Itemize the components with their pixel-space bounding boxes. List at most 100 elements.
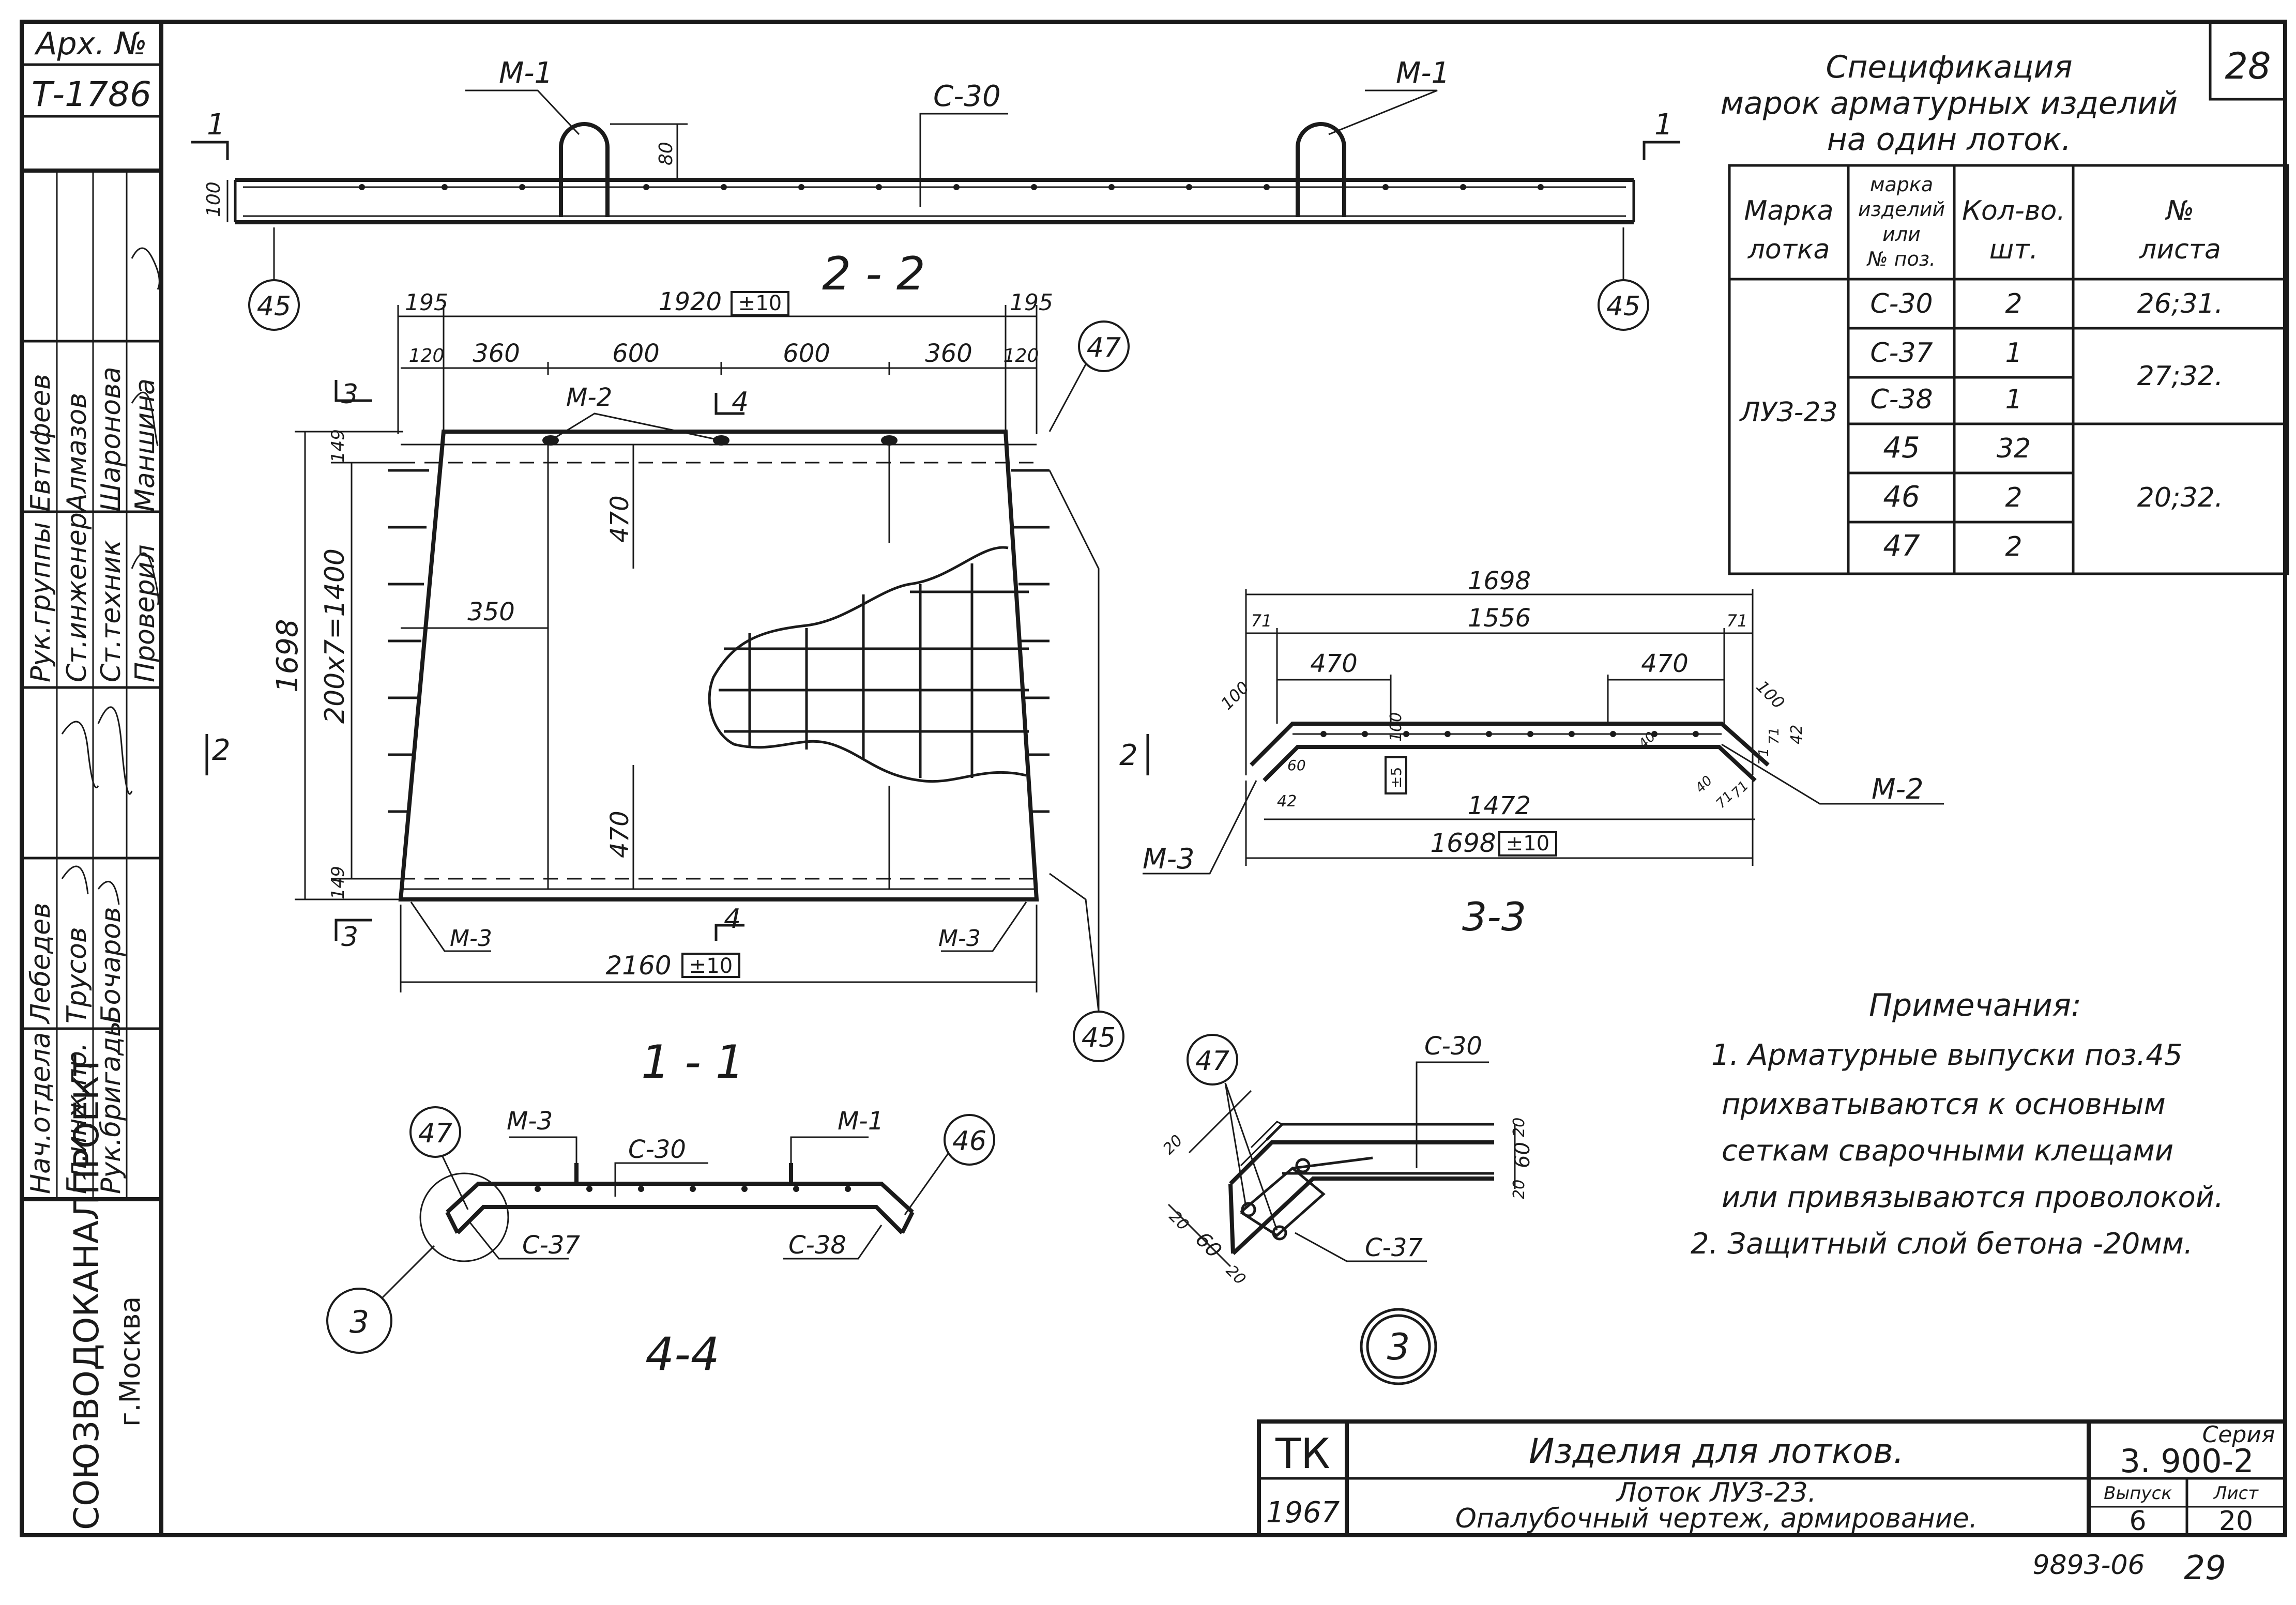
sheet-number-top: 28 [2225, 45, 2271, 87]
notes-title: Примечания: [1869, 987, 2081, 1023]
tb-sheet: 20 [2219, 1506, 2253, 1537]
dim-470-bottom: 470 [605, 811, 634, 858]
label-m2-plan: М-2 [566, 383, 612, 412]
spec-r2-qty: 1 [2005, 384, 2022, 415]
tol-5: ±5 [1388, 767, 1405, 788]
label-m1-right: М-1 [1396, 56, 1450, 90]
section-2-2: М-1 М-1 С-30 80 100 45 45 1 1 2 - 2 [191, 56, 1680, 331]
notes-line-0: 1. Арматурные выпуски поз.45 [1711, 1038, 2183, 1072]
dim-149-top: 149 [328, 429, 348, 463]
cut-2-right: 2 [1119, 739, 1138, 772]
callout-3-44 [326, 1288, 392, 1354]
notes-line-4: 2. Защитный слой бетона -20мм. [1691, 1227, 2193, 1261]
role-4: Нач.отдела [25, 1032, 56, 1194]
tol-2160: ±10 [689, 954, 733, 978]
spec-r4-item: 46 [1883, 480, 1920, 514]
svg-text:47: 47 [1087, 332, 1121, 363]
cut-4-top: 4 [732, 387, 749, 418]
svg-text:47: 47 [418, 1118, 452, 1149]
tb-title: Изделия для лотков. [1529, 1431, 1904, 1471]
spec-r5-item: 47 [1883, 529, 1920, 563]
dim-200x7: 200х7=1400 [320, 548, 351, 724]
label-m1-left: М-1 [499, 56, 553, 90]
label-m2-33: М-2 [1872, 773, 1923, 805]
spec-tray: ЛУЗ-23 [1739, 397, 1837, 428]
tb-code: ТК [1275, 1430, 1330, 1478]
spec-h1-l1: изделий [1858, 198, 1945, 221]
dim-20-node-c: 20 [1160, 1132, 1187, 1158]
spec-h3-l0: № [2165, 195, 2194, 226]
title-1-1: 1 - 1 [641, 1035, 744, 1089]
dim-42-33-left: 42 [1277, 792, 1297, 811]
dim-1920: 1920 [659, 287, 722, 316]
dim-71-b: 71 [1756, 748, 1772, 765]
svg-text:45: 45 [1606, 291, 1640, 322]
dim-1556: 1556 [1468, 604, 1531, 633]
role-2: Ст.техник [96, 540, 127, 682]
callout-47-plan [1078, 320, 1130, 372]
name-0: Евтифеев [25, 374, 56, 512]
section-1-1: М-2 [205, 287, 1149, 1089]
node-3-label-inner [1366, 1314, 1431, 1379]
label-c30-44: С-30 [628, 1135, 686, 1164]
tb-series: 3. 900-2 [2120, 1442, 2254, 1480]
svg-text:47: 47 [1195, 1046, 1229, 1077]
spec-h2-l1: шт. [1989, 234, 2038, 265]
dim-1698-33-top: 1698 [1468, 567, 1531, 595]
spec-r3-qty: 32 [1997, 433, 2031, 464]
spec-r0-sheet: 26;31. [2137, 288, 2223, 319]
organization-name: СОЮЗВОДОКАНАЛПРОЕКТ [67, 1054, 107, 1530]
archive-label: Арх. № [34, 26, 147, 62]
spec-r3-sheet: 20;32. [2137, 482, 2223, 513]
spec-title-1: Спецификация [1826, 49, 2072, 85]
cut-1-right: 1 [1654, 108, 1673, 142]
tol-1920: ±10 [738, 292, 782, 315]
cut-4-bottom: 4 [724, 904, 741, 935]
organization-city: г.Москва [114, 1296, 146, 1427]
spec-r5-qty: 2 [2005, 531, 2022, 562]
spec-h1-l2: или [1882, 223, 1921, 246]
dim-120-left: 120 [409, 345, 445, 366]
label-m1-44: М-1 [838, 1107, 884, 1136]
outlet-bars-left [388, 469, 429, 813]
dim-1472: 1472 [1468, 791, 1531, 820]
sheet-frame [159, 20, 2287, 1537]
spec-r1-sheet: 27;32. [2137, 361, 2223, 392]
dim-20-node-a: 20 [1510, 1118, 1528, 1137]
tb-series-label: Серия [2202, 1421, 2275, 1448]
title-3-3: 3-3 [1462, 894, 1526, 940]
dim-20-node-b: 20 [1510, 1180, 1528, 1199]
callout-47-44 [409, 1106, 461, 1158]
tb-sheet-label: Лист [2213, 1483, 2259, 1504]
label-c38-44: С-38 [788, 1231, 846, 1260]
label-m3-44: М-3 [507, 1107, 553, 1136]
cut-3-bottom: 3 [341, 922, 358, 953]
spec-r1-item: С-37 [1870, 338, 1933, 369]
spec-h2-l0: Кол-во. [1962, 195, 2065, 226]
dim-360-right: 360 [925, 339, 972, 368]
label-c30-top: С-30 [933, 80, 1001, 113]
dim-100-c: 100 [1752, 677, 1788, 713]
dim-40-b: 40 [1693, 773, 1716, 796]
spec-r4-qty: 2 [2005, 482, 2022, 513]
name-5: Трусов [62, 927, 93, 1023]
left-strip: Арх. № Т-1786 Рук.группы Евтифеев Ст.инж… [22, 26, 161, 1530]
dim-80: 80 [656, 142, 677, 165]
dim-195-right: 195 [1010, 289, 1053, 316]
svg-text:45: 45 [1082, 1022, 1116, 1053]
dim-100-a: 100 [1217, 678, 1253, 714]
cut-2-left: 2 [212, 733, 231, 767]
signature-marks-bottom [61, 706, 133, 905]
notes-line-2: сеткам сварочными клещами [1722, 1134, 2173, 1168]
left-strip-frame [20, 20, 163, 1537]
role-0: Рук.группы [25, 522, 56, 682]
sheet-number-box [2209, 20, 2287, 101]
notes-line-3: или привязываются проволокой. [1722, 1181, 2224, 1214]
tb-issue-label: Выпуск [2104, 1483, 2172, 1504]
dim-600-right: 600 [783, 339, 830, 368]
loop-m1-left [559, 122, 610, 217]
name-6: Бочаров [96, 907, 127, 1023]
dim-20-node-d: 20 [1165, 1207, 1192, 1234]
footer-page: 29 [2184, 1549, 2226, 1587]
